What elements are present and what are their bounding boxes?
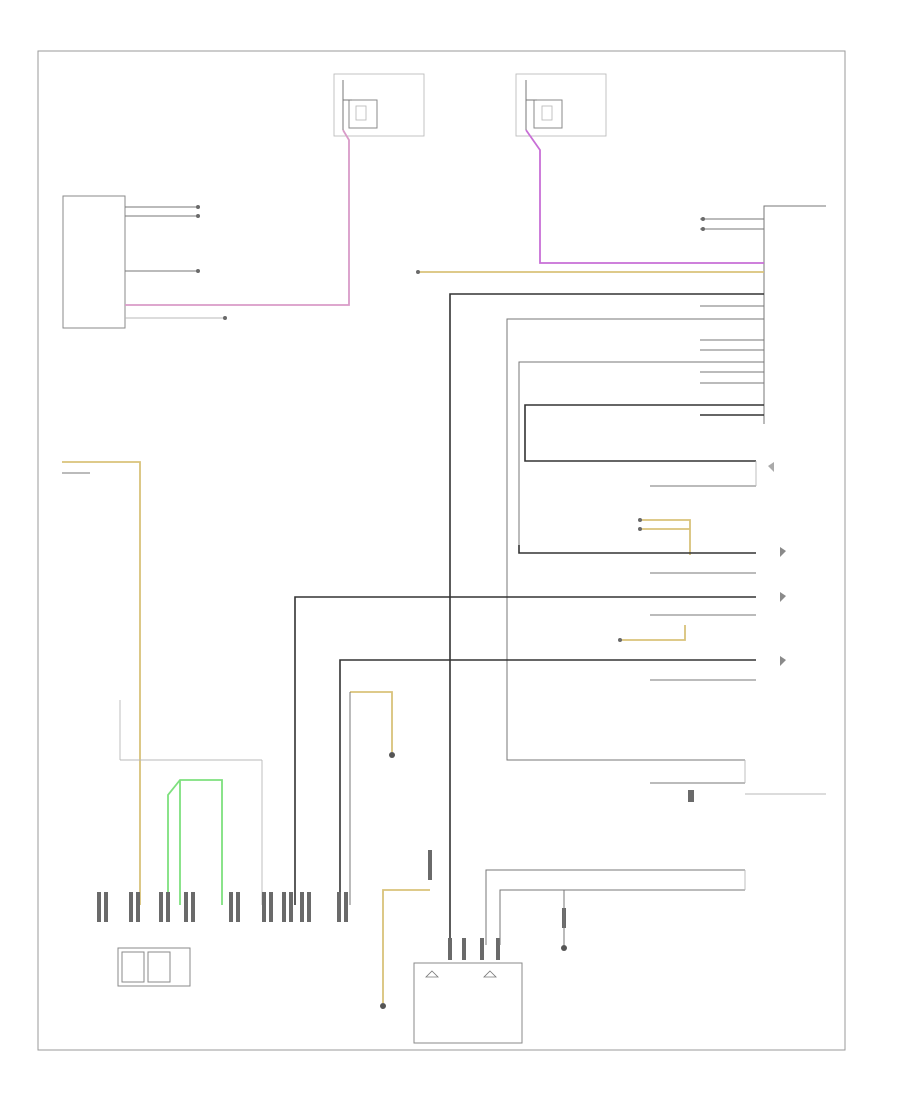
left-module [62,195,126,329]
connector-block-left [97,892,195,987]
diagram-frame [37,50,846,1051]
connector-block-mid [337,892,348,922]
wire-black-1 [449,293,764,945]
connector-block-center [229,892,311,922]
wire-pink [125,129,350,306]
wire-magenta [525,129,764,264]
wire-green [167,779,223,905]
wire-black-loop [524,404,764,462]
fuse-left [333,73,425,137]
fuse-right [515,73,607,137]
wire-gray-1 [506,318,764,761]
right-connector [763,205,826,424]
bottom-center-module [413,850,523,1044]
antenna-top [650,461,774,487]
wire-yellow-left [62,461,141,905]
